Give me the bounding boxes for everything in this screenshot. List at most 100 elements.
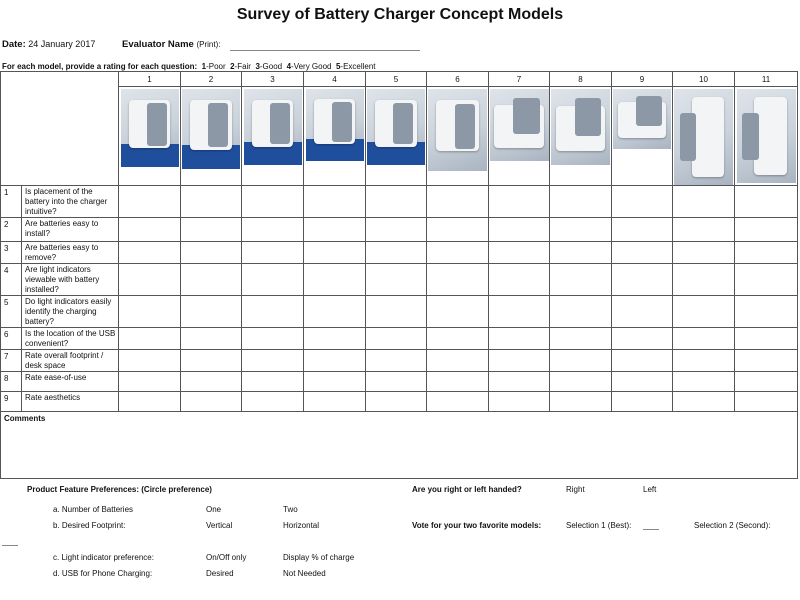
rating-cell[interactable] <box>180 263 242 296</box>
rating-cell[interactable] <box>488 263 550 296</box>
rating-cell[interactable] <box>241 327 304 350</box>
rating-cell[interactable] <box>426 185 489 218</box>
rating-cell[interactable] <box>672 217 735 242</box>
handed-option-right[interactable]: Right <box>566 485 585 494</box>
rating-cell[interactable] <box>549 241 612 264</box>
rating-cell[interactable] <box>180 217 242 242</box>
rating-cell[interactable] <box>488 391 550 412</box>
comments-box[interactable]: Comments <box>0 411 798 479</box>
rating-cell[interactable] <box>672 263 735 296</box>
rating-cell[interactable] <box>549 371 612 392</box>
vote-selection-1-line[interactable] <box>643 529 659 530</box>
rating-cell[interactable] <box>734 349 798 372</box>
rating-cell[interactable] <box>611 217 673 242</box>
rating-cell[interactable] <box>611 295 673 328</box>
rating-cell[interactable] <box>426 349 489 372</box>
rating-cell[interactable] <box>488 185 550 218</box>
rating-cell[interactable] <box>303 371 366 392</box>
rating-cell[interactable] <box>303 295 366 328</box>
rating-cell[interactable] <box>118 185 181 218</box>
evaluator-name-line[interactable] <box>230 50 420 51</box>
pref-option-vertical[interactable]: Vertical <box>206 521 233 530</box>
rating-cell[interactable] <box>118 371 181 392</box>
rating-cell[interactable] <box>734 371 798 392</box>
rating-cell[interactable] <box>426 391 489 412</box>
rating-cell[interactable] <box>241 371 304 392</box>
rating-cell[interactable] <box>365 327 427 350</box>
rating-cell[interactable] <box>118 391 181 412</box>
pref-option-not-needed[interactable]: Not Needed <box>283 569 326 578</box>
rating-cell[interactable] <box>426 263 489 296</box>
rating-cell[interactable] <box>426 217 489 242</box>
rating-cell[interactable] <box>549 217 612 242</box>
handed-option-left[interactable]: Left <box>643 485 657 494</box>
rating-cell[interactable] <box>118 217 181 242</box>
rating-cell[interactable] <box>549 391 612 412</box>
rating-cell[interactable] <box>365 295 427 328</box>
rating-cell[interactable] <box>241 217 304 242</box>
rating-cell[interactable] <box>672 371 735 392</box>
pref-option-two[interactable]: Two <box>283 505 298 514</box>
pref-option-desired[interactable]: Desired <box>206 569 234 578</box>
rating-cell[interactable] <box>672 295 735 328</box>
rating-cell[interactable] <box>488 371 550 392</box>
pref-option-one[interactable]: One <box>206 505 222 514</box>
rating-cell[interactable] <box>241 241 304 264</box>
rating-cell[interactable] <box>180 295 242 328</box>
rating-cell[interactable] <box>180 349 242 372</box>
rating-cell[interactable] <box>611 391 673 412</box>
rating-cell[interactable] <box>241 295 304 328</box>
rating-cell[interactable] <box>611 349 673 372</box>
vote-selection-2-line[interactable] <box>2 545 18 546</box>
rating-cell[interactable] <box>426 327 489 350</box>
rating-cell[interactable] <box>549 327 612 350</box>
rating-cell[interactable] <box>118 241 181 264</box>
rating-cell[interactable] <box>672 349 735 372</box>
pref-option-percent[interactable]: Display % of charge <box>283 553 355 562</box>
rating-cell[interactable] <box>365 185 427 218</box>
rating-cell[interactable] <box>303 349 366 372</box>
rating-cell[interactable] <box>303 217 366 242</box>
rating-cell[interactable] <box>365 217 427 242</box>
rating-cell[interactable] <box>241 349 304 372</box>
rating-cell[interactable] <box>549 295 612 328</box>
rating-cell[interactable] <box>303 263 366 296</box>
rating-cell[interactable] <box>734 217 798 242</box>
rating-cell[interactable] <box>734 263 798 296</box>
rating-cell[interactable] <box>488 349 550 372</box>
rating-cell[interactable] <box>611 241 673 264</box>
rating-cell[interactable] <box>734 295 798 328</box>
rating-cell[interactable] <box>672 185 735 218</box>
rating-cell[interactable] <box>180 391 242 412</box>
pref-option-onoff[interactable]: On/Off only <box>206 553 247 562</box>
rating-cell[interactable] <box>672 241 735 264</box>
rating-cell[interactable] <box>118 349 181 372</box>
rating-cell[interactable] <box>118 327 181 350</box>
rating-cell[interactable] <box>365 391 427 412</box>
rating-cell[interactable] <box>488 295 550 328</box>
rating-cell[interactable] <box>426 295 489 328</box>
rating-cell[interactable] <box>734 241 798 264</box>
rating-cell[interactable] <box>303 327 366 350</box>
rating-cell[interactable] <box>180 185 242 218</box>
rating-cell[interactable] <box>549 263 612 296</box>
rating-cell[interactable] <box>672 327 735 350</box>
rating-cell[interactable] <box>734 327 798 350</box>
rating-cell[interactable] <box>180 371 242 392</box>
rating-cell[interactable] <box>488 217 550 242</box>
rating-cell[interactable] <box>549 349 612 372</box>
rating-cell[interactable] <box>118 295 181 328</box>
rating-cell[interactable] <box>180 241 242 264</box>
rating-cell[interactable] <box>611 263 673 296</box>
rating-cell[interactable] <box>303 185 366 218</box>
rating-cell[interactable] <box>426 371 489 392</box>
rating-cell[interactable] <box>488 241 550 264</box>
rating-cell[interactable] <box>241 391 304 412</box>
rating-cell[interactable] <box>303 241 366 264</box>
pref-option-horizontal[interactable]: Horizontal <box>283 521 320 530</box>
rating-cell[interactable] <box>549 185 612 218</box>
rating-cell[interactable] <box>241 185 304 218</box>
rating-cell[interactable] <box>365 371 427 392</box>
rating-cell[interactable] <box>734 185 798 218</box>
rating-cell[interactable] <box>118 263 181 296</box>
